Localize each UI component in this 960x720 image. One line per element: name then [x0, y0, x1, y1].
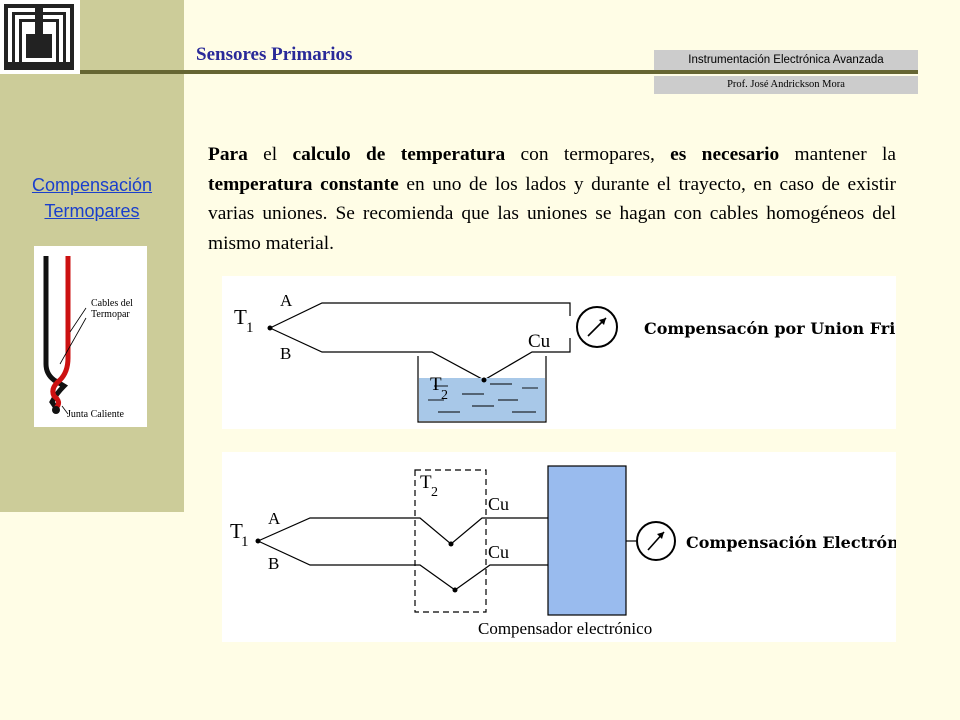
label-cu-top: Cu: [488, 494, 509, 514]
label-t2: T: [420, 472, 432, 493]
wire-a: [269, 302, 571, 329]
institution-logo: [0, 0, 80, 74]
wire-b: [257, 540, 548, 591]
body-text-run: el: [247, 144, 293, 165]
ice-bath-outline: [417, 356, 547, 423]
wire-a: [257, 517, 548, 545]
header-divider: [80, 70, 918, 74]
sidebar-link-line1: Compensación: [31, 175, 153, 195]
thumb-cables-label-line1: Cables del: [91, 298, 133, 309]
label-b: B: [268, 554, 279, 573]
label-cu: Cu: [528, 331, 551, 352]
label-t1-sub: 1: [241, 534, 249, 550]
body-text-run: en uno de los lados y durante el trayect…: [208, 173, 896, 254]
label-a: A: [280, 291, 293, 310]
label-t2: T: [430, 374, 442, 395]
label-cu-bottom: Cu: [488, 542, 509, 562]
junction-t1: [267, 325, 273, 331]
thumb-cables-label-line2: Termopar: [91, 309, 130, 320]
section-title: Sensores Primarios: [196, 44, 353, 65]
caption-electronic: Compensación Electrónica: [686, 533, 896, 552]
body-paragraph: Para el calculo de temperatura con termo…: [208, 140, 896, 258]
body-text-bold: calculo de temperatura: [292, 144, 506, 165]
body-text-run: con termopares,: [505, 144, 671, 165]
body-text-run: mantener la: [779, 144, 896, 165]
cold-junction-diagram: T 1 A B Cu T 2 Compensacón por Union Fri…: [222, 276, 896, 429]
label-t1-sub: 1: [246, 320, 254, 336]
body-text-bold: temperatura constante: [208, 173, 399, 195]
isothermal-block: [414, 469, 487, 613]
sidebar-link-compensacion-termopares[interactable]: Compensación Termopares: [0, 172, 184, 224]
junction-t2: [481, 377, 487, 383]
junction-t2a: [448, 541, 454, 547]
label-t2-sub: 2: [441, 388, 448, 403]
label-t1: T: [234, 305, 247, 329]
caption-cold-junction: Compensacón por Union Fria: [644, 319, 896, 338]
thermocouple-thumbnail: Cables del Termopar Junta Caliente: [34, 246, 147, 427]
junction-t2b: [452, 587, 458, 593]
label-t2-sub: 2: [431, 485, 438, 500]
label-b: B: [280, 344, 291, 363]
course-name-box: Instrumentación Electrónica Avanzada: [654, 50, 918, 70]
label-a: A: [268, 509, 281, 528]
compensator-block: [547, 465, 627, 616]
thumb-junction-label: Junta Caliente: [67, 409, 124, 420]
junction-t1: [255, 538, 261, 544]
body-text-bold: Para: [208, 144, 248, 165]
electronic-compensation-diagram: T 1 A B T 2 Cu Cu Compensación Electróni…: [222, 452, 896, 642]
label-t1: T: [230, 519, 243, 543]
body-text-bold: es necesario: [670, 144, 780, 165]
label-compensator: Compensador electrónico: [478, 619, 652, 638]
professor-name-box: Prof. José Andrickson Mora: [654, 76, 918, 94]
sidebar-link-line2: Termopares: [44, 201, 140, 221]
ice-bath: [419, 378, 545, 421]
wire-b: [269, 327, 571, 381]
